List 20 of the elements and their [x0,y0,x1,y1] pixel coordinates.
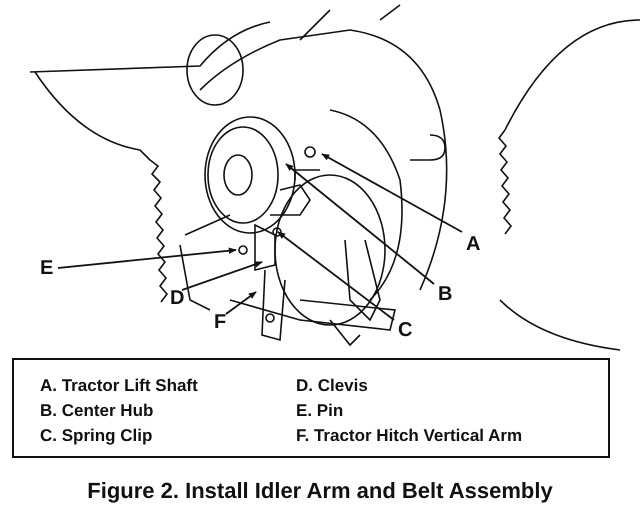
key-entry: F. Tractor Hitch Vertical Arm [296,426,522,446]
leader-line [285,163,435,285]
callout-letter: E [40,258,54,278]
callout-letter: A [466,234,480,254]
key-entry: B. Center Hub [40,401,154,421]
callout-letter: B [438,284,452,304]
callout-letter: C [398,320,412,340]
key-entry: C. Spring Clip [40,426,152,446]
key-entry: E. Pin [296,401,344,421]
figure-caption: Figure 2. Install Idler Arm and Belt Assembly [86,478,554,504]
callout-letter: F [214,312,226,332]
key-entry: D. Clevis [296,376,368,396]
leader-line [321,153,462,233]
leader-line [58,248,237,269]
key-entry: A. Tractor Lift Shaft [40,376,198,396]
leader-line [277,231,395,321]
leader-line [182,261,263,291]
key-box [12,358,610,458]
leader-line [225,291,257,315]
callout-letter: D [170,288,184,308]
